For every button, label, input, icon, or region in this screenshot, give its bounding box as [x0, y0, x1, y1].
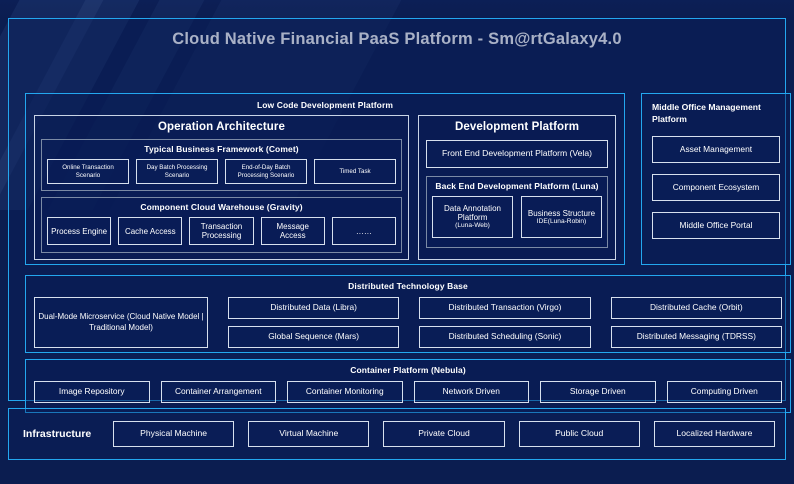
box-data-annotation-platform-label: Data Annotation Platform	[444, 204, 501, 223]
box-global-sequence[interactable]: Global Sequence (Mars)	[228, 326, 400, 348]
dtb-column-1: Distributed Data (Libra) Global Sequence…	[228, 297, 400, 348]
distributed-technology-base-title: Distributed Technology Base	[348, 281, 468, 291]
box-distributed-messaging[interactable]: Distributed Messaging (TDRSS)	[610, 326, 782, 348]
box-dual-mode-microservice[interactable]: Dual-Mode Microservice (Cloud Native Mod…	[34, 297, 208, 348]
component-cloud-warehouse-title: Component Cloud Warehouse (Gravity)	[140, 202, 303, 213]
box-asset-management[interactable]: Asset Management	[652, 136, 780, 164]
box-day-batch-processing-scenario[interactable]: Day Batch Processing Scenario	[136, 159, 218, 184]
platform-frame: Low Code Development Platform Operation …	[8, 18, 791, 413]
typical-business-framework-title: Typical Business Framework (Comet)	[144, 144, 299, 154]
box-timed-task[interactable]: Timed Task	[314, 159, 396, 184]
box-business-structure-ide[interactable]: Business Structure IDE(Luna-Robin)	[521, 196, 602, 238]
panel-infrastructure[interactable]: Infrastructure Physical Machine Virtual …	[8, 408, 786, 460]
panel-typical-business-framework[interactable]: Typical Business Framework (Comet) Onlin…	[41, 139, 402, 192]
low-code-title: Low Code Development Platform	[256, 100, 394, 110]
box-front-end-development-platform[interactable]: Front End Development Platform (Vela)	[426, 140, 608, 168]
box-data-annotation-platform[interactable]: Data Annotation Platform (Luna-Web)	[432, 196, 513, 238]
panel-operation-architecture[interactable]: Operation Architecture Typical Business …	[34, 115, 409, 260]
panel-development-platform[interactable]: Development Platform Front End Developme…	[418, 115, 616, 260]
box-computing-driven[interactable]: Computing Driven	[666, 381, 782, 403]
panel-component-cloud-warehouse[interactable]: Component Cloud Warehouse (Gravity) Proc…	[41, 197, 402, 253]
box-distributed-transaction[interactable]: Distributed Transaction (Virgo)	[419, 297, 591, 319]
panel-middle-office-management-platform[interactable]: Middle Office Management Platform Asset …	[641, 93, 791, 265]
box-cache-access[interactable]: Cache Access	[118, 217, 183, 246]
box-data-annotation-platform-sublabel: (Luna-Web)	[455, 222, 490, 230]
dtb-column-3: Distributed Cache (Orbit) Distributed Me…	[610, 297, 782, 348]
infrastructure-label: Infrastructure	[23, 428, 92, 440]
box-business-structure-ide-sublabel: IDE(Luna-Robin)	[536, 217, 587, 225]
dtb-column-2: Distributed Transaction (Virgo) Distribu…	[419, 297, 591, 348]
box-distributed-scheduling[interactable]: Distributed Scheduling (Sonic)	[419, 326, 591, 348]
box-virtual-machine[interactable]: Virtual Machine	[248, 421, 370, 447]
box-online-transaction-scenario[interactable]: Online Transaction Scenario	[47, 159, 129, 184]
development-platform-title: Development Platform	[454, 121, 580, 133]
box-image-repository[interactable]: Image Repository	[34, 381, 150, 403]
box-component-ecosystem[interactable]: Component Ecosystem	[652, 174, 780, 202]
back-end-development-platform-title: Back End Development Platform (Luna)	[435, 181, 599, 191]
box-transaction-processing[interactable]: Transaction Processing	[189, 217, 254, 246]
box-public-cloud[interactable]: Public Cloud	[518, 421, 640, 447]
operation-architecture-title: Operation Architecture	[157, 121, 286, 133]
box-message-access[interactable]: Message Access	[260, 217, 325, 246]
box-distributed-data[interactable]: Distributed Data (Libra)	[228, 297, 400, 319]
box-network-driven[interactable]: Network Driven	[413, 381, 529, 403]
box-distributed-cache[interactable]: Distributed Cache (Orbit)	[610, 297, 782, 319]
panel-distributed-technology-base[interactable]: Distributed Technology Base Dual-Mode Mi…	[25, 275, 791, 353]
box-business-structure-ide-label: Business Structure	[527, 208, 596, 218]
box-middle-office-portal[interactable]: Middle Office Portal	[652, 212, 780, 240]
box-storage-driven[interactable]: Storage Driven	[540, 381, 656, 403]
middle-office-title: Middle Office Management Platform	[652, 102, 761, 124]
box-process-engine[interactable]: Process Engine	[47, 217, 112, 246]
container-platform-title: Container Platform (Nebula)	[350, 365, 466, 375]
panel-low-code-development-platform[interactable]: Low Code Development Platform Operation …	[25, 93, 625, 265]
panel-back-end-development-platform[interactable]: Back End Development Platform (Luna) Dat…	[426, 176, 608, 248]
box-physical-machine[interactable]: Physical Machine	[113, 421, 235, 447]
box-private-cloud[interactable]: Private Cloud	[383, 421, 505, 447]
page-title: Cloud Native Financial PaaS Platform - S…	[172, 30, 622, 48]
box-more-ellipsis[interactable]: ……	[331, 217, 397, 246]
panel-container-platform[interactable]: Container Platform (Nebula) Image Reposi…	[25, 359, 791, 413]
box-end-of-day-batch-processing-scenario[interactable]: End-of-Day Batch Processing Scenario	[225, 159, 307, 184]
box-container-monitoring[interactable]: Container Monitoring	[287, 381, 403, 403]
box-container-arrangement[interactable]: Container Arrangement	[160, 381, 276, 403]
box-localized-hardware[interactable]: Localized Hardware	[653, 421, 776, 447]
